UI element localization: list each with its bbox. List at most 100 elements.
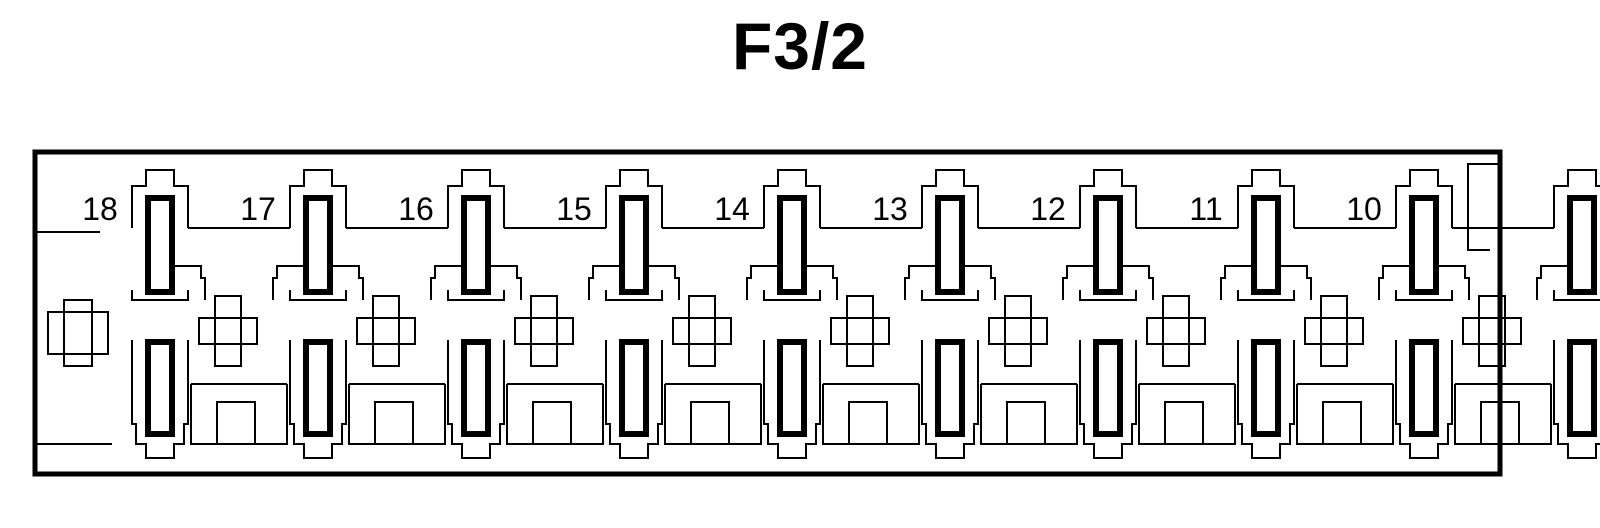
- fuse-position-label: 16: [398, 191, 434, 227]
- cavity-column: [1553, 169, 1600, 459]
- lower-block-window: [690, 401, 730, 445]
- lower-cavity-outline: [447, 340, 505, 459]
- upper-cavity-outline: [1553, 169, 1600, 228]
- relay-plug-cross: [356, 317, 416, 345]
- lower-fuse-slot: [935, 339, 965, 437]
- relay-plug-cross: [1304, 317, 1364, 345]
- lower-fuse-slot: [1093, 339, 1123, 437]
- lower-fuse-slot: [777, 339, 807, 437]
- relay-plug: [530, 295, 558, 367]
- upper-cavity-lower-outline: [1079, 290, 1137, 301]
- relay-plug: [1320, 295, 1348, 367]
- upper-cavity-outline: [921, 169, 979, 228]
- fuse-position-label: 11: [1189, 191, 1222, 227]
- upper-cavity-lower-outline: [921, 290, 979, 301]
- lower-block: [1454, 384, 1552, 445]
- lower-cavity-outline: [1553, 340, 1600, 459]
- upper-cavity-lower-outline: [289, 290, 347, 301]
- relay-plug: [1004, 295, 1032, 367]
- clip-left: [1119, 265, 1154, 300]
- upper-fuse-slot: [619, 195, 649, 295]
- fuse-position-label: 15: [556, 191, 592, 227]
- upper-cavity-lower-outline: [1395, 290, 1453, 301]
- clip-right: [1536, 265, 1571, 300]
- right-latch: [1467, 163, 1498, 251]
- lower-block-window: [1480, 401, 1520, 445]
- lower-block: [1296, 384, 1394, 445]
- upper-fuse-slot: [1093, 195, 1123, 295]
- upper-cavity-outline: [1237, 169, 1295, 228]
- lower-block-window: [1164, 401, 1204, 445]
- upper-fuse-slot: [935, 195, 965, 295]
- cavity-column: 15: [556, 169, 781, 459]
- clip-left: [171, 265, 206, 300]
- relay-plug: [372, 295, 400, 367]
- cavity-column: 14: [714, 169, 939, 459]
- fuse-position-label: 18: [82, 191, 118, 227]
- relay-plug: [214, 295, 242, 367]
- relay-plug: [688, 295, 716, 367]
- fuse-box-housing: [32, 149, 1503, 477]
- lower-fuse-slot: [461, 339, 491, 437]
- cavity-column: 16: [398, 169, 623, 459]
- lower-cavity-outline: [289, 340, 347, 459]
- lower-fuse-slot: [1409, 339, 1439, 437]
- relay-plug: [1162, 295, 1190, 367]
- cavity-column: 13: [872, 169, 1097, 459]
- relay-plug-cross: [1146, 317, 1206, 345]
- relay-plug: [846, 295, 874, 367]
- clip-right: [1062, 265, 1097, 300]
- upper-fuse-slot: [1251, 195, 1281, 295]
- clip-right: [1220, 265, 1255, 300]
- lower-block: [822, 384, 920, 445]
- lower-block-window: [1006, 401, 1046, 445]
- upper-cavity-outline: [1079, 169, 1137, 228]
- clip-left: [645, 265, 680, 300]
- upper-cavity-outline: [447, 169, 505, 228]
- fuse-box-title: F3/2: [731, 9, 869, 83]
- lower-block-window: [1322, 401, 1362, 445]
- upper-cavity-lower-outline: [131, 290, 189, 301]
- fuse-position-label: 12: [1030, 191, 1066, 227]
- upper-fuse-slot: [303, 195, 333, 295]
- upper-cavity-lower-outline: [1553, 290, 1600, 301]
- cavity-column: 11: [1189, 169, 1413, 459]
- upper-cavity-lower-outline: [447, 290, 505, 301]
- lower-fuse-slot: [1567, 339, 1597, 437]
- lower-block-window: [374, 401, 414, 445]
- upper-fuse-slot: [777, 195, 807, 295]
- lower-fuse-slot: [619, 339, 649, 437]
- upper-cavity-lower-outline: [763, 290, 821, 301]
- clip-right: [904, 265, 939, 300]
- upper-cavity-lower-outline: [605, 290, 663, 301]
- clip-right: [272, 265, 307, 300]
- lower-cavity-outline: [1395, 340, 1453, 459]
- lower-cavity-outline: [1079, 340, 1137, 459]
- lower-fuse-slot: [1251, 339, 1281, 437]
- lower-cavity-outline: [921, 340, 979, 459]
- lower-fuse-slot: [145, 339, 175, 437]
- clip-right: [746, 265, 781, 300]
- lower-block: [1138, 384, 1236, 445]
- relay-plug-cross: [514, 317, 574, 345]
- relay-plug-cross: [1462, 317, 1522, 345]
- clip-left: [1277, 265, 1312, 300]
- relay-plug: [1478, 295, 1506, 367]
- lower-block: [664, 384, 762, 445]
- relay-plug-cross: [198, 317, 258, 345]
- left-latch-inner: [63, 299, 93, 367]
- lower-cavity-outline: [763, 340, 821, 459]
- lower-cavity-outline: [1237, 340, 1295, 459]
- lower-block-window: [532, 401, 572, 445]
- upper-cavity-outline: [605, 169, 663, 228]
- lower-block: [506, 384, 604, 445]
- upper-cavity-lower-outline: [1237, 290, 1295, 301]
- relay-plug-cross: [830, 317, 890, 345]
- upper-fuse-slot: [145, 195, 175, 295]
- upper-cavity-outline: [1395, 169, 1453, 228]
- cavity-column: 10: [1346, 169, 1571, 459]
- lower-block-window: [848, 401, 888, 445]
- upper-cavity-outline: [763, 169, 821, 228]
- clip-left: [1435, 265, 1470, 300]
